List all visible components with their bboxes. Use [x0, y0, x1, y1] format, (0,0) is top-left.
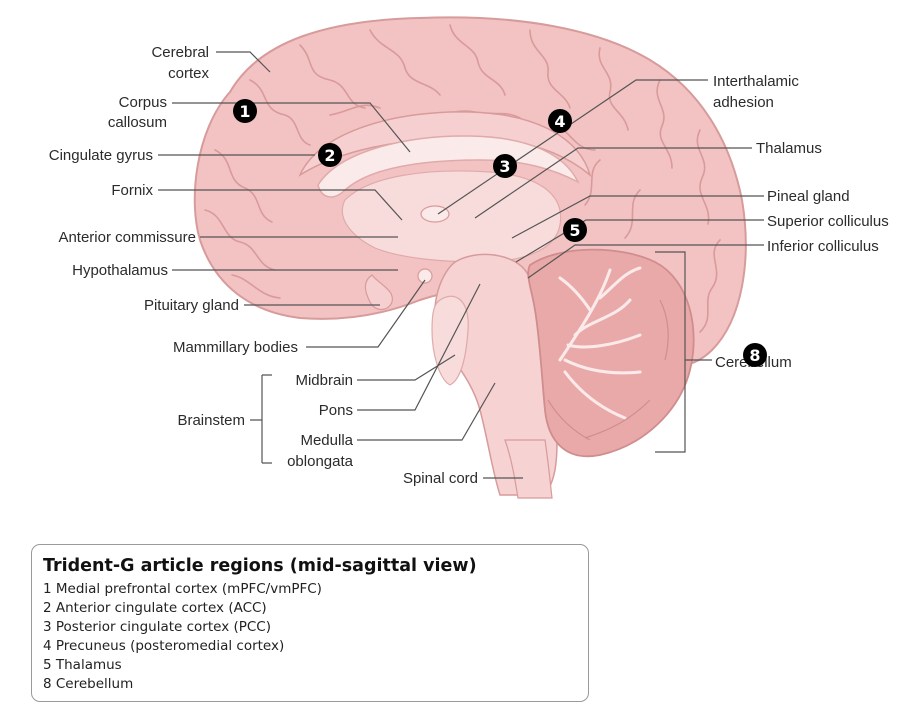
label-pons: Pons [319, 402, 353, 419]
marker-8-text: 8 [749, 346, 760, 365]
pons-bulge [431, 295, 469, 386]
label-thalamus: Thalamus [756, 140, 822, 157]
leader-lines [158, 51, 764, 479]
gyri-folds [204, 24, 721, 333]
marker-4-text: 4 [554, 112, 565, 131]
marker-4: 4 [548, 109, 572, 133]
label-corpus-callosum-2: callosum [108, 114, 167, 131]
interthalamic-adhesion-shape [420, 205, 450, 223]
label-anterior-commissure: Anterior commissure [58, 229, 196, 246]
diencephalon-shape [341, 170, 562, 263]
region-labels: Cerebral cortex Corpus callosum Cingulat… [49, 44, 889, 487]
marker-2-text: 2 [324, 146, 335, 165]
label-inferior-colliculus: Inferior colliculus [767, 238, 879, 255]
spinal-cord-shape [504, 439, 553, 499]
label-interthalamic-2: adhesion [713, 94, 774, 111]
marker-3: 3 [493, 154, 517, 178]
label-mammillary-bodies: Mammillary bodies [173, 339, 298, 356]
label-cerebral-cortex-1: Cerebral [151, 44, 209, 61]
label-hypothalamus: Hypothalamus [72, 262, 168, 279]
pituitary-shape [364, 274, 393, 311]
arbor-vitae [558, 266, 642, 420]
label-brainstem: Brainstem [177, 412, 245, 429]
legend-item-4: 4 Precuneus (posteromedial cortex) [43, 638, 285, 654]
cerebellum-shape [527, 248, 695, 458]
label-interthalamic-1: Interthalamic [713, 73, 799, 90]
mammillary-body-shape [417, 268, 433, 284]
marker-1-text: 1 [239, 102, 250, 121]
legend-item-8: 8 Cerebellum [43, 676, 134, 692]
label-midbrain: Midbrain [295, 372, 353, 389]
marker-5-text: 5 [569, 221, 580, 240]
label-pineal-gland: Pineal gland [767, 188, 850, 205]
corpus-callosum-shape [317, 135, 580, 198]
label-medulla-1: Medulla [300, 432, 353, 449]
marker-5: 5 [563, 218, 587, 242]
marker-2: 2 [318, 143, 342, 167]
label-spinal-cord: Spinal cord [403, 470, 478, 487]
legend-item-3: 3 Posterior cingulate cortex (PCC) [43, 619, 272, 635]
legend-title: Trident-G article regions (mid-sagittal … [43, 556, 477, 576]
label-fornix: Fornix [111, 182, 153, 199]
legend-box: Trident-G article regions (mid-sagittal … [31, 544, 589, 702]
legend-item-1: 1 Medial prefrontal cortex (mPFC/vmPFC) [43, 581, 322, 597]
label-superior-colliculus: Superior colliculus [767, 213, 889, 230]
legend-item-5: 5 Thalamus [43, 657, 122, 673]
label-medulla-2: oblongata [287, 453, 354, 470]
label-cingulate-gyrus: Cingulate gyrus [49, 147, 153, 164]
label-pituitary-gland: Pituitary gland [144, 297, 239, 314]
marker-1: 1 [233, 99, 257, 123]
label-cerebral-cortex-2: cortex [168, 65, 209, 82]
marker-3-text: 3 [499, 157, 510, 176]
marker-8: 8 [743, 343, 767, 367]
legend-item-2: 2 Anterior cingulate cortex (ACC) [43, 600, 267, 616]
label-corpus-callosum-1: Corpus [119, 94, 167, 111]
cerebellum-folia [547, 299, 669, 441]
